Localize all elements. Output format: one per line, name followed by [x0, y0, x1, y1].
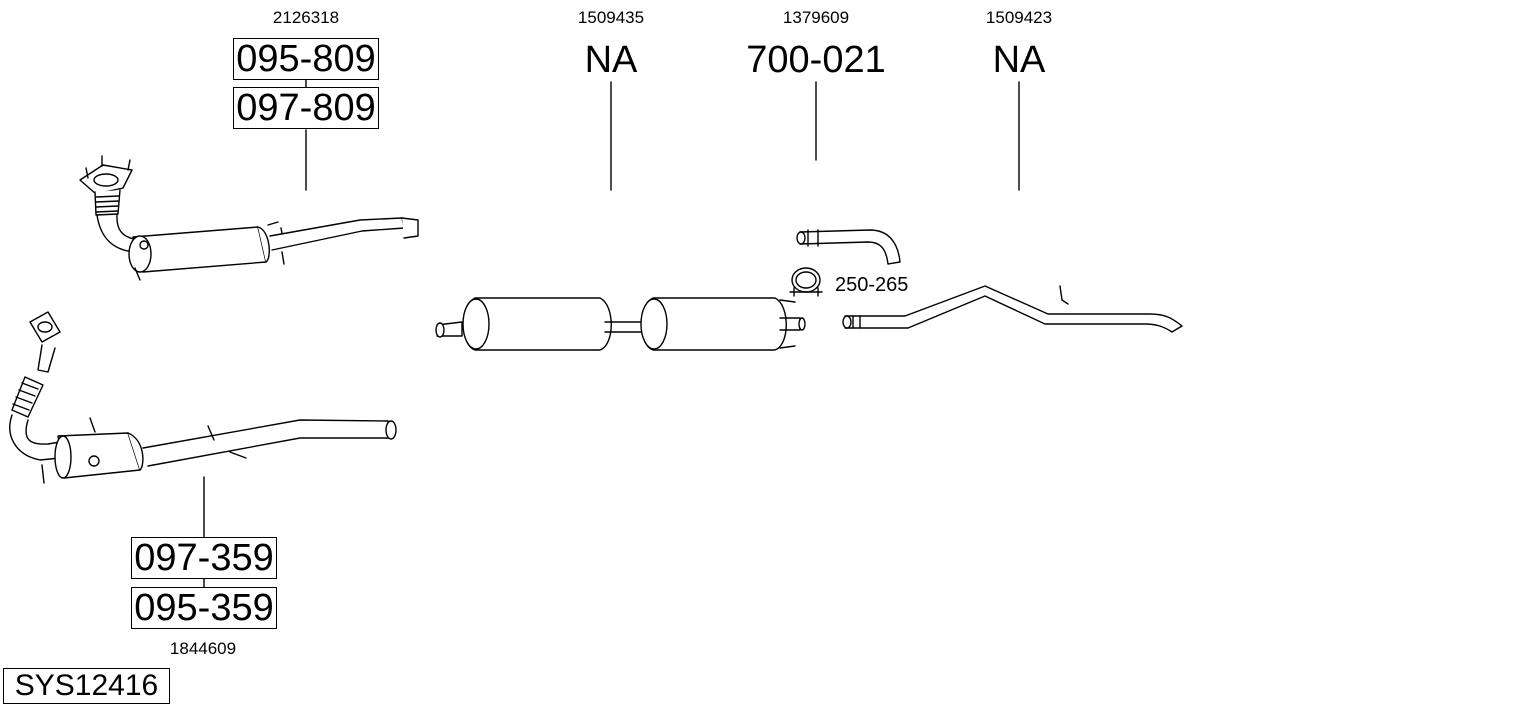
- part-code-box-095-809[interactable]: 095-809: [233, 38, 379, 80]
- front-catalyst-drawing: [9, 311, 397, 484]
- part-code-rear-pipe[interactable]: NA: [992, 39, 1046, 81]
- system-code-box: SYS12416: [3, 668, 170, 704]
- tail-pipe-drawing: [796, 229, 901, 265]
- part-code-tail-pipe[interactable]: 700-021: [746, 39, 886, 81]
- oe-number-1509423: 1509423: [985, 8, 1053, 27]
- rear-pipe-drawing: [842, 285, 1183, 333]
- part-code-clamp[interactable]: 250-265: [835, 274, 909, 296]
- oe-number-1379609: 1379609: [782, 8, 850, 27]
- oe-number-2126318: 2126318: [272, 8, 340, 27]
- part-code-box-097-359[interactable]: 097-359: [131, 537, 277, 579]
- clamp-drawing: [789, 267, 823, 297]
- oe-number-1509435: 1509435: [577, 8, 645, 27]
- middle-silencer-drawing: [435, 297, 806, 351]
- part-code-box-095-359[interactable]: 095-359: [131, 587, 277, 629]
- catalytic-assembly-drawing: [79, 155, 419, 281]
- part-code-box-097-809[interactable]: 097-809: [233, 87, 379, 129]
- leader-lines: [203, 77, 1020, 588]
- part-code-middle-silencer[interactable]: NA: [584, 39, 638, 81]
- oe-number-1844609: 1844609: [169, 639, 237, 658]
